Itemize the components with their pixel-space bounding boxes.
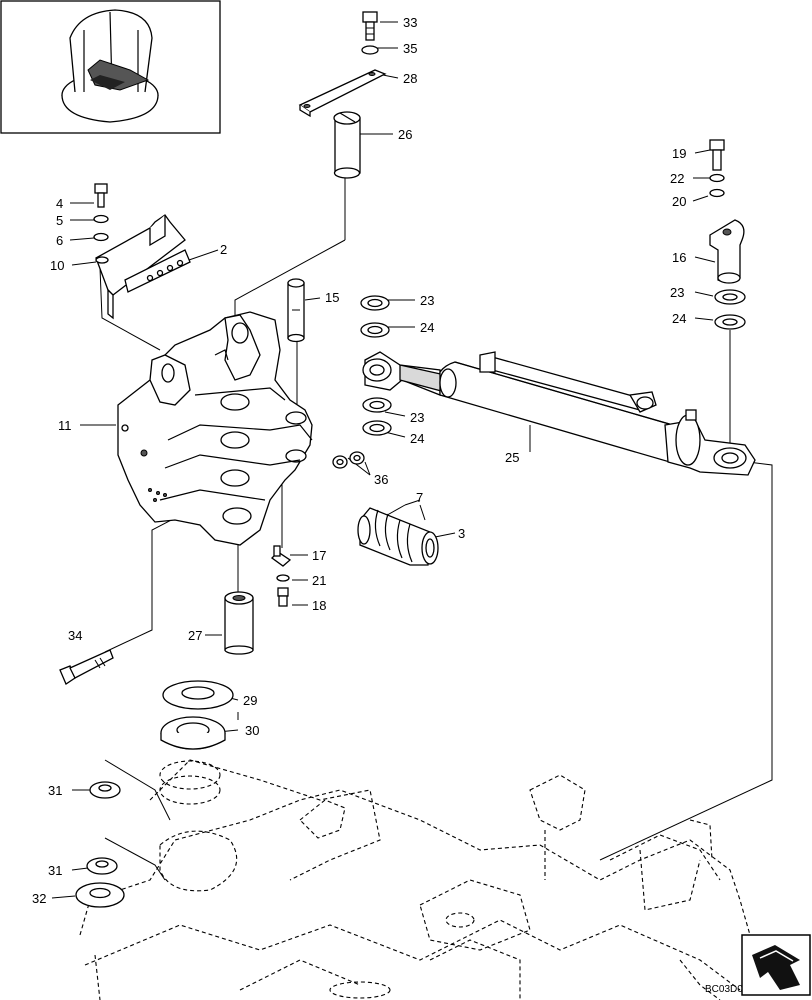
- callout-17: 17: [312, 548, 326, 563]
- plate-17: [271, 545, 292, 567]
- nuts-36: [332, 451, 365, 469]
- callout-10: 10: [50, 258, 64, 273]
- bolt-33: [362, 11, 378, 41]
- washer-20: [709, 188, 725, 198]
- callout-27: 27: [188, 628, 202, 643]
- leader-lines: [51, 21, 773, 899]
- washer-22: [709, 173, 725, 183]
- callout-15: 15: [325, 290, 339, 305]
- pin-16: [709, 219, 745, 284]
- callout-33: 33: [403, 15, 417, 30]
- drawing-code: BC03D081: [705, 984, 754, 995]
- washer-32: [75, 882, 125, 908]
- callout-16: 16: [672, 250, 686, 265]
- callout-31-lower: 31: [48, 863, 62, 878]
- callout-34: 34: [68, 628, 82, 643]
- callout-7: 7: [416, 490, 423, 505]
- callout-21: 21: [312, 573, 326, 588]
- shim-30: [160, 716, 226, 750]
- callout-2: 2: [220, 242, 227, 257]
- callout-4: 4: [56, 196, 63, 211]
- callout-35: 35: [403, 41, 417, 56]
- callout-19: 19: [672, 146, 686, 161]
- bolt-19: [709, 139, 725, 171]
- callout-11: 11: [58, 418, 72, 433]
- callout-30: 30: [245, 723, 259, 738]
- swing-bracket-11: [117, 311, 313, 546]
- bracket-2: [95, 214, 191, 320]
- washer-6: [93, 232, 109, 242]
- callout-31-upper: 31: [48, 783, 62, 798]
- callout-6: 6: [56, 233, 63, 248]
- callout-36: 36: [374, 472, 388, 487]
- callout-24-lower: 24: [410, 431, 424, 446]
- lock-plate-28: [298, 69, 387, 118]
- callout-32: 32: [32, 891, 46, 906]
- washer-35: [361, 45, 379, 55]
- washer-21: [276, 574, 290, 582]
- bolt-34: [59, 649, 114, 685]
- next-page-arrow-icon[interactable]: [741, 934, 811, 996]
- machine-locator-icon: [0, 0, 221, 134]
- callout-23-left: 23: [420, 293, 434, 308]
- washer-5: [93, 214, 109, 224]
- hose-sleeve-3: [357, 507, 439, 566]
- clamps-7: [374, 509, 413, 563]
- pin-15: [287, 278, 305, 343]
- callout-23-right: 23: [670, 285, 684, 300]
- callout-24-left: 24: [420, 320, 434, 335]
- callout-18: 18: [312, 598, 326, 613]
- machine-frame-outline: [79, 759, 751, 1000]
- callout-labels: 33 35 28 26 4 5 6 10 2 11 15 23 24 23 24…: [32, 15, 686, 906]
- pin-26: [333, 111, 361, 179]
- callout-26: 26: [398, 127, 412, 142]
- callout-28: 28: [403, 71, 417, 86]
- bracket-clips: [146, 259, 184, 282]
- pin-27: [224, 591, 254, 655]
- callout-20: 20: [672, 194, 686, 209]
- callout-5: 5: [56, 213, 63, 228]
- swing-cylinder-25: [362, 351, 756, 476]
- callout-24-right: 24: [672, 311, 686, 326]
- callout-23-lower: 23: [410, 410, 424, 425]
- bolt-18: [277, 587, 289, 607]
- shim-29: [162, 680, 234, 710]
- callout-22: 22: [670, 171, 684, 186]
- washer-31-upper: [89, 781, 121, 799]
- callout-3: 3: [458, 526, 465, 541]
- washer-31-lower: [86, 857, 118, 875]
- callout-29: 29: [243, 693, 257, 708]
- bolt-4: [94, 183, 108, 208]
- callout-25: 25: [505, 450, 519, 465]
